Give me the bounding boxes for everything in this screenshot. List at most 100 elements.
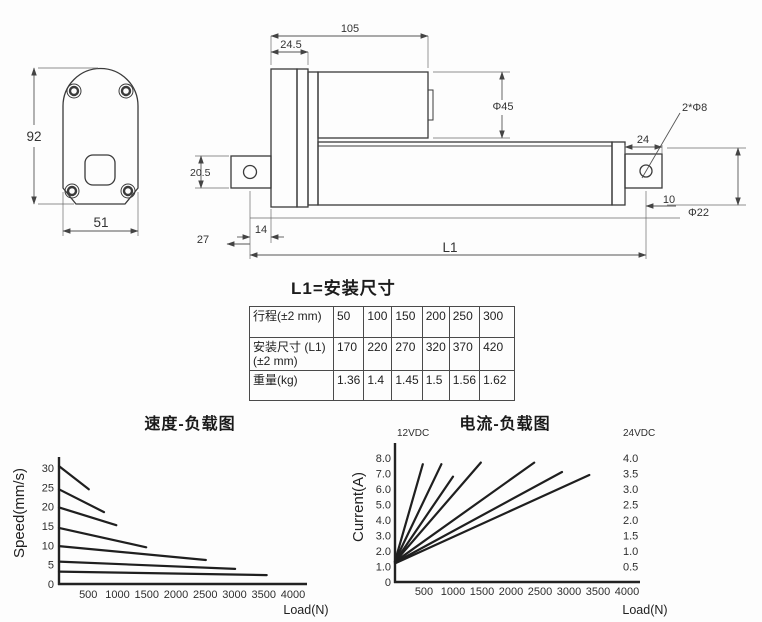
y-tick-label: 20 <box>42 502 54 514</box>
dim-rear-plate-width: 24.5 <box>280 39 301 51</box>
cell-stroke-5: 250 <box>448 306 481 338</box>
x-tick-label: 1500 <box>470 586 494 598</box>
cell-stroke-3: 150 <box>391 306 423 338</box>
gearbox-flange <box>307 71 319 206</box>
right-voltage-label: 24VDC <box>623 428 655 439</box>
bolt-hole-top-right <box>118 83 134 99</box>
chart-title: 速度-负载图 <box>144 414 235 433</box>
y-tick-left-label: 1.0 <box>376 562 391 574</box>
y-axis-label: Current(A) <box>350 472 367 542</box>
series-speed-line-2 <box>57 488 106 514</box>
x-tick-label: 3500 <box>586 586 610 598</box>
x-tick-label: 2000 <box>499 586 523 598</box>
chart-title: 电流-负载图 <box>459 414 550 433</box>
y-tick-right-label: 1.0 <box>623 546 638 558</box>
x-tick-label: 4000 <box>281 589 305 601</box>
cell-stroke-6: 300 <box>479 306 516 338</box>
cell-weight-5: 1.56 <box>448 370 481 401</box>
rear-clevis <box>230 155 272 189</box>
series-current-line-4 <box>393 461 482 563</box>
x-tick-label: 1500 <box>135 589 159 601</box>
y-tick-label: 10 <box>42 540 54 552</box>
x-tick-label: 3000 <box>557 586 581 598</box>
y-tick-label: 25 <box>42 482 54 494</box>
y-tick-right-label: 3.0 <box>623 484 638 496</box>
x-tick-label: 1000 <box>105 589 129 601</box>
series-current-line-3 <box>393 475 455 563</box>
y-tick-right-label: 3.5 <box>623 469 638 481</box>
y-tick-left-label: 8.0 <box>376 453 391 465</box>
dim-motor-length: 105 <box>341 23 359 35</box>
y-tick-left-label: 2.0 <box>376 546 391 558</box>
mount-plate-outline <box>62 67 139 205</box>
dim-front-hole-offset: 10 <box>663 194 675 206</box>
dim-front-width: 51 <box>93 215 108 230</box>
series-speed-line-1 <box>57 464 90 491</box>
dim-mount-hole-callout: 2*Φ8 <box>682 102 707 114</box>
series-current-line-1 <box>393 463 424 563</box>
cell-stroke-4: 200 <box>421 306 450 338</box>
x-tick-label: 1000 <box>441 586 465 598</box>
dim-motor-diameter: Φ45 <box>492 101 513 113</box>
x-tick-label: 3500 <box>252 589 276 601</box>
x-tick-label: 2000 <box>164 589 188 601</box>
current-load-chart: 电流-负载图 Load(N) Current(A) 500 1000 1500 2000 25… <box>350 414 668 617</box>
y-tick-right-label: 1.5 <box>623 531 638 543</box>
table-row-install-size: 安装尺寸 (L1)(±2 mm) 170 220 270 320 370 420 <box>249 337 516 371</box>
series-current-line-7 <box>393 473 591 565</box>
y-tick-label: 0 <box>48 579 54 591</box>
cell-weight-4: 1.5 <box>421 370 450 401</box>
row-label-install-size: 安装尺寸 (L1)(±2 mm) <box>249 337 334 371</box>
cell-install-6: 420 <box>479 337 516 371</box>
series-current-line-2 <box>393 463 443 563</box>
cell-install-1: 170 <box>332 337 365 371</box>
cell-weight-3: 1.45 <box>391 370 423 401</box>
motor-connector <box>427 89 434 121</box>
cell-install-2: 220 <box>363 337 393 371</box>
front-clevis <box>624 153 663 189</box>
cell-weight-2: 1.4 <box>363 370 393 401</box>
x-tick-label: 3000 <box>222 589 246 601</box>
dim-rear-end: 27 <box>197 234 209 246</box>
cell-weight-6: 1.62 <box>479 370 516 401</box>
y-tick-left-label: 6.0 <box>376 484 391 496</box>
row-label-stroke: 行程(±2 mm) <box>249 306 334 338</box>
front-mount-hole <box>639 164 653 178</box>
tube-end-cap <box>611 141 626 206</box>
cell-stroke-2: 100 <box>363 306 393 338</box>
y-tick-label: 30 <box>42 463 54 475</box>
x-tick-label: 2500 <box>193 589 217 601</box>
motor-housing <box>317 71 429 139</box>
spec-table: 行程(±2 mm) 50 100 150 200 250 300 安装尺寸 (L… <box>249 306 516 401</box>
table-row-stroke: 行程(±2 mm) 50 100 150 200 250 300 <box>249 306 516 338</box>
center-square-hole <box>84 154 116 186</box>
bolt-hole-top-left <box>66 83 82 99</box>
bolt-hole-bottom-right <box>120 183 136 199</box>
y-tick-left-label: 4.0 <box>376 515 391 527</box>
x-tick-label: 500 <box>415 586 433 598</box>
x-tick-label: 2500 <box>528 586 552 598</box>
dim-stroke-length: L1 <box>442 240 457 255</box>
dim-front-clevis-width: 24 <box>637 134 649 146</box>
y-tick-right-label: 0.5 <box>623 562 638 574</box>
cell-install-5: 370 <box>448 337 481 371</box>
series-speed-line-3 <box>57 506 118 527</box>
y-tick-label: 5 <box>48 560 54 572</box>
dim-rear-hole-offset: 14 <box>255 224 267 236</box>
y-tick-label: 15 <box>42 521 54 533</box>
side-view-drawing: 105 24.5 Φ45 2*Φ8 24 Φ22 10 20.5 <box>190 23 746 259</box>
series-speed-line-6 <box>57 560 237 570</box>
cell-install-4: 320 <box>421 337 450 371</box>
y-tick-right-label: 2.0 <box>623 515 638 527</box>
x-axis-label: Load(N) <box>622 603 667 617</box>
table-row-weight: 重量(kg) 1.36 1.4 1.45 1.5 1.56 1.62 <box>249 370 516 401</box>
x-tick-label: 4000 <box>615 586 639 598</box>
dim-front-height: 92 <box>26 129 41 144</box>
series-speed-line-7 <box>57 570 268 577</box>
spec-heading: L1=安装尺寸 <box>291 279 396 298</box>
row-label-weight: 重量(kg) <box>249 370 334 401</box>
cell-install-3: 270 <box>391 337 423 371</box>
series-speed-line-4 <box>57 526 148 549</box>
